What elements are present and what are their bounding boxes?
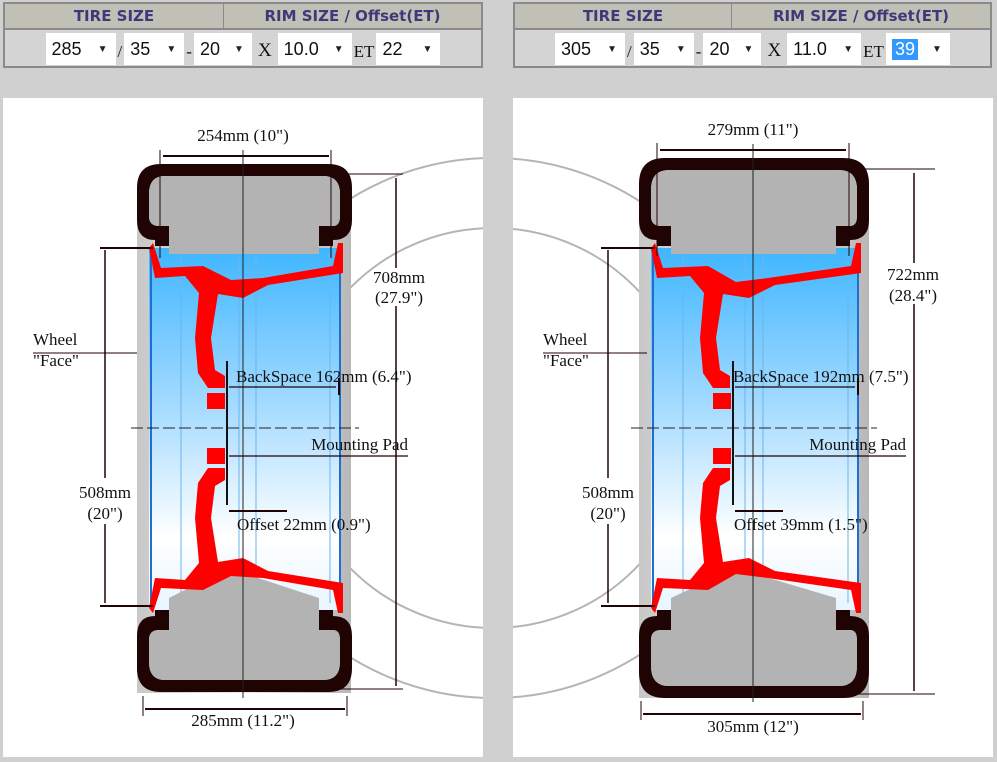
rim-width-select[interactable]: 11.0▼ (787, 33, 862, 65)
tire-width-label: 305mm (12") (707, 717, 798, 736)
tire-bottom-fill (651, 568, 857, 686)
rim-spoke-bottom (651, 468, 861, 613)
aspect-ratio-select[interactable]: 35▼ (633, 33, 694, 65)
config-selectors: 285▼ / 35▼ - 20▼ X 10.0▼ ET 22▼ (5, 30, 481, 68)
offset-select[interactable]: 39 ▼ (885, 33, 950, 65)
config-header: TIRE SIZE RIM SIZE / Offset(ET) (5, 4, 481, 30)
separator-et: ET (353, 42, 375, 61)
separator-dash: - (186, 42, 192, 61)
rim-diameter-in: (20") (590, 504, 625, 523)
config-header: TIRE SIZE RIM SIZE / Offset(ET) (515, 4, 990, 30)
rim-spoke-top (651, 243, 861, 388)
separator-x: X (767, 40, 782, 61)
separator-dash: - (695, 42, 702, 61)
rim-spoke-top (149, 243, 343, 388)
separator-x: X (257, 40, 272, 61)
rim-barrel (651, 248, 859, 610)
wheel-diagram-right: 279mm (11") 305mm (12") 722mm (28.4") 50… (513, 98, 993, 757)
chevron-down-icon: ▼ (675, 43, 686, 55)
aspect-ratio-select[interactable]: 35▼ (124, 33, 185, 65)
dimension-lines (543, 143, 935, 720)
rim-spoke-bottom (149, 468, 343, 613)
mounting-pad-top (713, 393, 731, 409)
mounting-pad-bottom (207, 448, 225, 464)
chevron-down-icon: ▼ (843, 43, 854, 55)
rim-diameter-mm: 508mm (582, 483, 634, 502)
rim-diameter-select[interactable]: 20▼ (193, 33, 252, 65)
rim-width-label: 279mm (11") (708, 120, 799, 139)
mounting-pad-bottom (713, 448, 731, 464)
offset-selected-value: 39 (891, 38, 918, 60)
barrel-lines (652, 248, 859, 610)
offset-label: Offset 22mm (0.9") (237, 515, 371, 534)
wheel-face-label: Wheel (543, 330, 588, 349)
rim-diameter-in: (20") (87, 504, 122, 523)
wheel-face-label-2: "Face" (33, 351, 79, 370)
wheel-cross-section-svg: 279mm (11") 305mm (12") 722mm (28.4") 50… (513, 120, 939, 736)
overall-diameter-in: (27.9") (375, 288, 423, 307)
tire-size-header: TIRE SIZE (5, 4, 224, 28)
tire-bottom-outline (137, 610, 352, 692)
tire-top-fill (149, 176, 340, 254)
chevron-down-icon: ▼ (97, 43, 108, 55)
rim-diameter-select[interactable]: 20▼ (703, 33, 762, 65)
rim-width-select[interactable]: 10.0▼ (277, 33, 352, 65)
chevron-down-icon: ▼ (932, 43, 942, 55)
backspace-label: BackSpace 192mm (7.5") (733, 367, 908, 386)
rim-width-label: 254mm (10") (197, 126, 288, 145)
backspace-label: BackSpace 162mm (6.4") (236, 367, 411, 386)
separator-et: ET (863, 42, 884, 61)
tire-width-select[interactable]: 305▼ (555, 33, 626, 65)
chevron-down-icon: ▼ (422, 43, 433, 55)
overall-diameter-mm: 722mm (887, 265, 939, 284)
chevron-down-icon: ▼ (166, 43, 177, 55)
overall-diameter-in: (28.4") (889, 286, 937, 305)
wheel-face-label: Wheel (33, 330, 78, 349)
tire-size-header: TIRE SIZE (515, 4, 732, 28)
separator-slash: / (627, 42, 632, 61)
rim-diameter-mm: 508mm (79, 483, 131, 502)
chevron-down-icon: ▼ (234, 43, 244, 55)
tire-width-label: 285mm (11.2") (191, 711, 295, 730)
offset-select[interactable]: 22▼ (376, 33, 441, 65)
chevron-down-icon: ▼ (743, 43, 754, 55)
tire-width-select[interactable]: 285▼ (45, 33, 116, 65)
rim-size-header: RIM SIZE / Offset(ET) (772, 7, 950, 25)
dimension-lines (33, 150, 408, 716)
tire-bottom-fill (149, 568, 340, 680)
tire-config-right: TIRE SIZE RIM SIZE / Offset(ET) 305▼ / 3… (513, 2, 992, 68)
tire-config-left: TIRE SIZE RIM SIZE / Offset(ET) 285▼ / 3… (3, 2, 483, 68)
chevron-down-icon: ▼ (333, 43, 344, 55)
chevron-down-icon: ▼ (607, 43, 618, 55)
overall-diameter-mm: 708mm (373, 268, 425, 287)
tire-top-outline (639, 158, 869, 246)
config-selectors: 305▼ / 35▼ - 20▼ X 11.0▼ ET 39 ▼ (515, 30, 990, 68)
rim-size-header: RIM SIZE / Offset(ET) (264, 7, 441, 25)
wheel-diagram-left: 254mm (10") 285mm (11.2") 708mm (27.9") … (3, 98, 483, 757)
mounting-pad-label: Mounting Pad (311, 435, 408, 454)
mounting-pad-top (207, 393, 225, 409)
rim-barrel (149, 248, 341, 610)
barrel-lines (150, 248, 341, 610)
tire-bottom-outline (639, 610, 869, 698)
mounting-pad-label: Mounting Pad (809, 435, 906, 454)
offset-label: Offset 39mm (1.5") (734, 515, 868, 534)
wheel-face-label-2: "Face" (543, 351, 589, 370)
separator-slash: / (117, 42, 123, 61)
wheel-cross-section-svg: 254mm (10") 285mm (11.2") 708mm (27.9") … (33, 126, 483, 730)
tire-top-fill (651, 170, 857, 254)
